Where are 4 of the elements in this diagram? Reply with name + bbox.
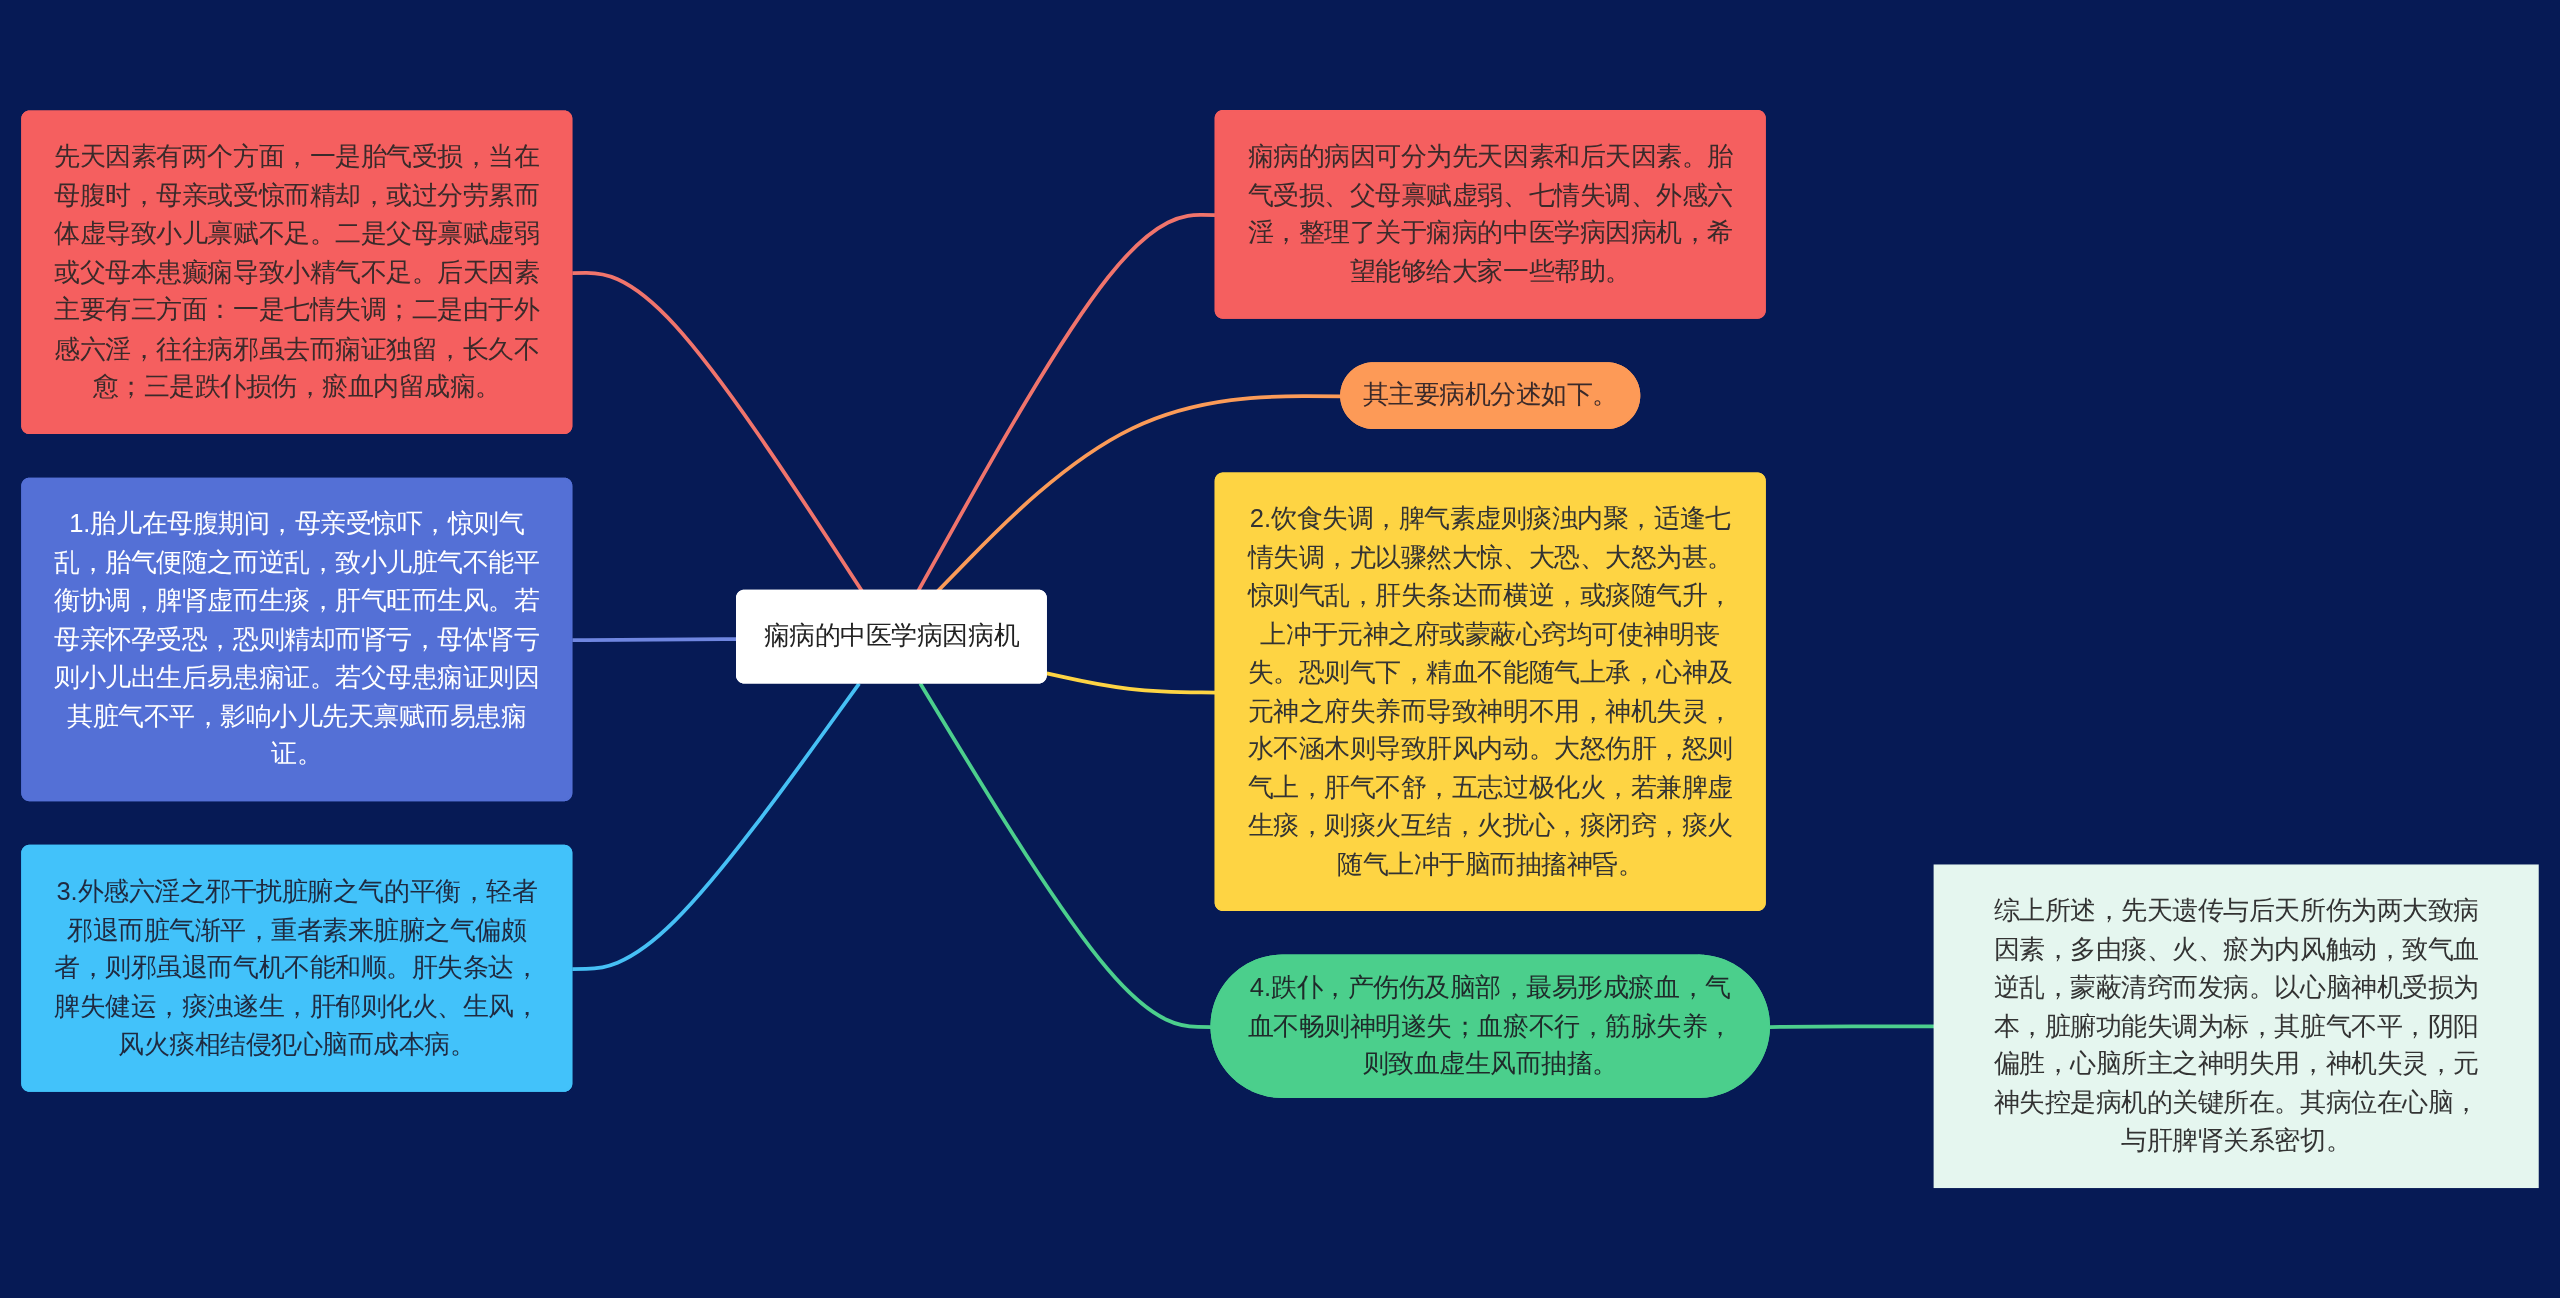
connector [572,682,861,971]
connector [918,682,1212,1029]
node-box: 综上所述，先天遗传与后天所伤为两大致病因素，多由痰、火、瘀为内风触动，致气血逆乱，蒙蔽清窍而发病。以心脑神机受损为本，脏腑功能失调为标，其脏气不平，阴阳偏胜，心脑所主之神明失用，神机失灵，元神失控是病机的关键所在。其病位在心脑，与肝脾肾关系密切。 [1933,864,2539,1189]
connector [1769,1024,1935,1029]
